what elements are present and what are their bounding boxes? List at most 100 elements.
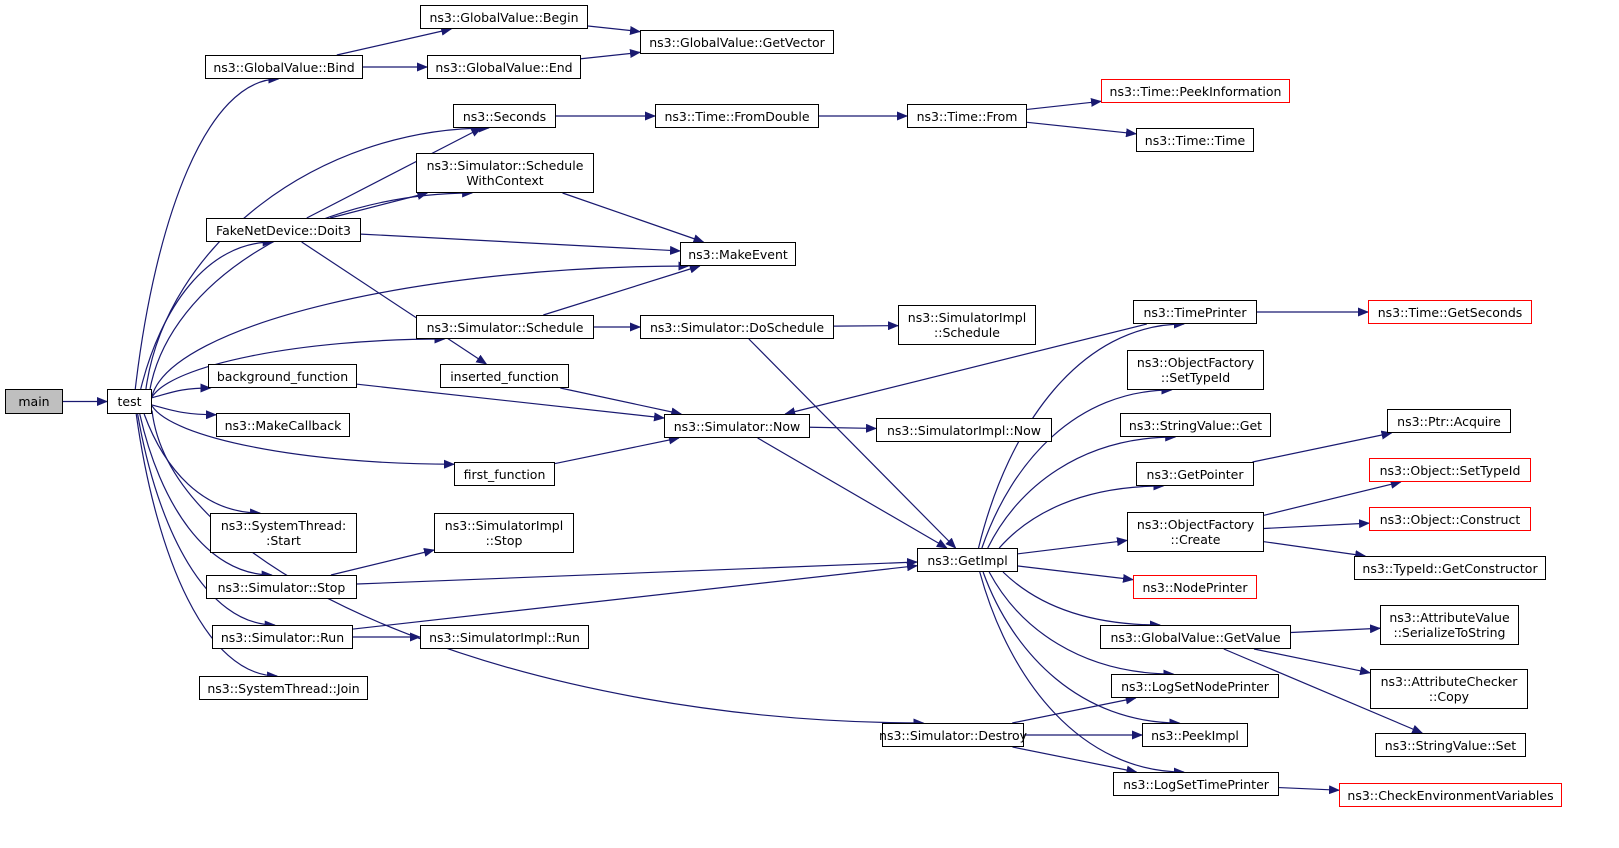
edge-gv_bind-to-gv_begin [336, 26, 453, 56]
edge-gv_end-to-gv_getvector [580, 49, 641, 60]
edge-inserted-to-sim_now [560, 387, 683, 417]
node-nodeprinter[interactable]: ns3::NodePrinter [1133, 575, 1257, 599]
node-doit3[interactable]: FakeNetDevice::Doit3 [206, 218, 361, 242]
edge-getimpl-to-of_settypeid [981, 385, 1173, 549]
node-simimpl-run[interactable]: ns3::SimulatorImpl::Run [420, 625, 589, 649]
edge-getimpl-to-sv_get [987, 432, 1177, 549]
node-of-settypeid[interactable]: ns3::ObjectFactory ::SetTypeId [1127, 350, 1264, 390]
node-seconds[interactable]: ns3::Seconds [453, 104, 556, 128]
node-sched-ctx[interactable]: ns3::Simulator::Schedule WithContext [416, 153, 594, 193]
node-gv-getvalue[interactable]: ns3::GlobalValue::GetValue [1100, 625, 1291, 649]
edge-doschedule-to-getimpl [748, 338, 957, 549]
node-time-time[interactable]: ns3::Time::Time [1136, 128, 1254, 152]
edge-test-to-doit3 [140, 237, 274, 390]
edge-first-to-sim_now [554, 435, 680, 465]
node-simimpl-schedule[interactable]: ns3::SimulatorImpl ::Schedule [898, 305, 1036, 345]
edge-gv_getvalue-to-sv_set [1223, 648, 1424, 734]
node-getpointer[interactable]: ns3::GetPointer [1136, 462, 1254, 486]
node-test[interactable]: test [107, 389, 152, 414]
edge-test-to-gv_bind [134, 74, 280, 390]
edge-sim_stop-to-simimpl_stop [330, 547, 435, 576]
edge-test-to-makeevent [151, 261, 690, 397]
edge-timeprinter-to-sim_now [784, 323, 1147, 416]
node-checkenv[interactable]: ns3::CheckEnvironmentVariables [1339, 783, 1562, 807]
edge-gv_getvalue-to-ac_copy [1253, 648, 1371, 676]
edge-test-to-seconds [145, 123, 490, 390]
edge-doit3-to-seconds [306, 127, 483, 219]
node-makecallback[interactable]: ns3::MakeCallback [216, 413, 350, 437]
edge-test-to-background [151, 383, 212, 399]
edge-gv_getvalue-to-av_serialize [1290, 624, 1381, 634]
node-lognodeprinter[interactable]: ns3::LogSetNodePrinter [1111, 674, 1279, 698]
node-fromdouble[interactable]: ns3::Time::FromDouble [655, 104, 819, 128]
node-ptr-acquire[interactable]: ns3::Ptr::Acquire [1387, 409, 1511, 433]
node-sv-get[interactable]: ns3::StringValue::Get [1120, 413, 1271, 437]
node-typeid-getctor[interactable]: ns3::TypeId::GetConstructor [1354, 556, 1546, 580]
node-peekimpl[interactable]: ns3::PeekImpl [1142, 723, 1248, 747]
node-av-serialize[interactable]: ns3::AttributeValue ::SerializeToString [1380, 605, 1519, 645]
edge-getimpl-to-peekimpl [982, 571, 1181, 728]
edge-test-to-sim_destroy [151, 410, 925, 728]
edge-sim_now-to-simimpl_now [809, 423, 877, 433]
node-inserted[interactable]: inserted_function [440, 364, 569, 388]
node-logtimeprinter[interactable]: ns3::LogSetTimePrinter [1113, 772, 1279, 796]
node-sim-run[interactable]: ns3::Simulator::Run [212, 625, 353, 649]
node-gv-begin[interactable]: ns3::GlobalValue::Begin [420, 5, 588, 29]
node-getimpl[interactable]: ns3::GetImpl [917, 548, 1018, 572]
node-sim-stop[interactable]: ns3::Simulator::Stop [206, 575, 357, 599]
node-simimpl-stop[interactable]: ns3::SimulatorImpl ::Stop [434, 513, 574, 553]
node-gv-end[interactable]: ns3::GlobalValue::End [427, 55, 581, 79]
edge-test-to-sim_run [137, 413, 276, 630]
node-main[interactable]: main [5, 389, 63, 414]
edge-getimpl-to-getpointer [998, 481, 1165, 549]
node-makeevent[interactable]: ns3::MakeEvent [680, 242, 796, 266]
edge-doit3-to-makeevent [360, 233, 681, 255]
node-st-join[interactable]: ns3::SystemThread::Join [199, 676, 368, 700]
node-timeprinter[interactable]: ns3::TimePrinter [1133, 300, 1257, 324]
edge-sim_stop-to-getimpl [356, 557, 918, 585]
node-peekinfo[interactable]: ns3::Time::PeekInformation [1101, 79, 1290, 103]
edge-test-to-first [151, 405, 455, 469]
node-st-start[interactable]: ns3::SystemThread: :Start [210, 513, 357, 553]
edge-test-to-st_join [135, 413, 279, 681]
edge-test-to-sim_schedule [151, 334, 446, 398]
node-doschedule[interactable]: ns3::Simulator::DoSchedule [640, 315, 834, 339]
node-first[interactable]: first_function [454, 462, 555, 486]
edge-doschedule-to-simimpl_schedule [833, 321, 899, 331]
edge-sim_run-to-getimpl [352, 562, 918, 630]
node-gv-getvector[interactable]: ns3::GlobalValue::GetVector [640, 30, 834, 54]
edge-logtimeprinter-to-checkenv [1278, 785, 1340, 795]
node-time-from[interactable]: ns3::Time::From [907, 104, 1027, 128]
node-of-create[interactable]: ns3::ObjectFactory ::Create [1127, 512, 1264, 552]
edge-sim_destroy-to-lognodeprinter [1012, 695, 1137, 724]
edge-background-to-sim_now [356, 383, 665, 422]
edge-getimpl-to-lognodeprinter [988, 571, 1175, 679]
edge-test-to-st_start [143, 413, 262, 518]
node-sim-now[interactable]: ns3::Simulator::Now [664, 414, 810, 438]
edge-sim_destroy-to-logtimeprinter [1012, 746, 1138, 775]
edge-doit3-to-inserted [301, 241, 488, 365]
edge-of_create-to-obj_settypeid [1263, 479, 1402, 516]
node-getseconds[interactable]: ns3::Time::GetSeconds [1368, 300, 1532, 324]
node-obj-construct[interactable]: ns3::Object::Construct [1369, 507, 1531, 531]
edge-getimpl-to-of_create [1017, 537, 1128, 555]
edge-time_from-to-time_time [1026, 121, 1137, 138]
node-gv-bind[interactable]: ns3::GlobalValue::Bind [205, 55, 363, 79]
edge-getpointer-to-ptr_acquire [1252, 430, 1393, 463]
node-background[interactable]: background_function [208, 364, 357, 388]
edge-doit3-to-sched_ctx [329, 191, 429, 219]
edge-getimpl-to-logtimeprinter [979, 571, 1185, 777]
node-simimpl-now[interactable]: ns3::SimulatorImpl::Now [876, 418, 1052, 442]
node-ac-copy[interactable]: ns3::AttributeChecker ::Copy [1370, 669, 1528, 709]
edge-getimpl-to-timeprinter [977, 319, 1185, 549]
edge-test-to-makecallback [151, 404, 217, 420]
node-sv-set[interactable]: ns3::StringValue::Set [1375, 733, 1526, 757]
edge-getimpl-to-gv_getvalue [1002, 571, 1161, 630]
edge-sim_schedule-to-makeevent [543, 264, 701, 316]
node-sim-destroy[interactable]: ns3::Simulator::Destroy [879, 723, 1027, 747]
node-obj-settypeid[interactable]: ns3::Object::SetTypeId [1369, 458, 1531, 482]
edge-gv_begin-to-gv_getvector [587, 25, 641, 35]
node-sim-schedule[interactable]: ns3::Simulator::Schedule [416, 315, 594, 339]
edge-sched_ctx-to-makeevent [562, 192, 705, 243]
